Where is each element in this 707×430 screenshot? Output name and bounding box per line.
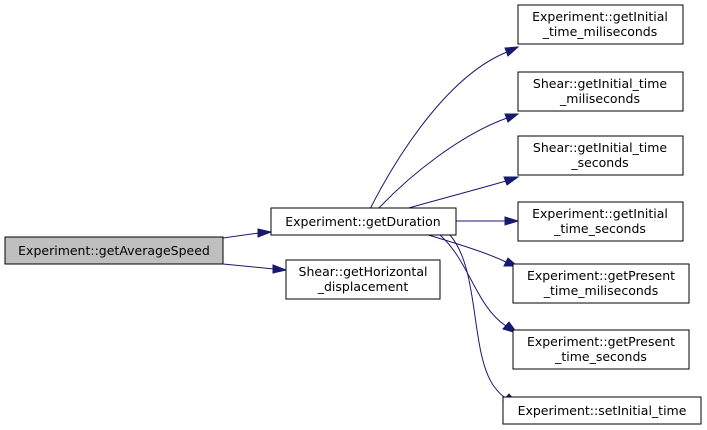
node-label-line-2: _time_miliseconds — [542, 24, 657, 39]
node-experiment-set-initial-time[interactable]: Experiment::setInitial_time — [502, 396, 702, 425]
node-label-line-1: Shear::getHorizontal — [299, 264, 428, 279]
edge-root-to-get-duration — [222, 228, 273, 239]
node-shear-get-initial-time-seconds[interactable]: Shear::getInitial_time _seconds — [517, 135, 684, 176]
node-label-line-2: _miliseconds — [559, 91, 640, 106]
node-label: Experiment::setInitial_time — [518, 403, 687, 418]
node-experiment-get-initial-time-seconds[interactable]: Experiment::getInitial _time_seconds — [517, 201, 684, 242]
node-experiment-get-average-speed[interactable]: Experiment::getAverageSpeed — [4, 236, 224, 265]
edge-get-duration-to-shear-initial-s — [404, 176, 520, 210]
node-label-line-1: Experiment::getInitial — [532, 9, 668, 24]
node-label-line-1: Experiment::getInitial — [532, 206, 668, 221]
node-label-line-2: _time_seconds — [554, 349, 647, 364]
node-shear-get-horizontal-displacement[interactable]: Shear::getHorizontal _displacement — [285, 259, 441, 300]
node-label-line-1: Experiment::getPresent — [527, 334, 675, 349]
node-label-line-1: Experiment::getPresent — [527, 268, 675, 283]
node-label-line-2: _time_seconds — [553, 221, 646, 236]
node-label-line-2: _seconds — [570, 155, 628, 170]
node-label: Experiment::getAverageSpeed — [18, 243, 210, 258]
node-label-line-1: Shear::getInitial_time — [533, 140, 667, 155]
node-label-line-2: _time_miliseconds — [543, 283, 658, 298]
edge-get-duration-to-exp-initial-s — [456, 216, 520, 226]
edge-get-duration-to-exp-initial-ms — [369, 46, 520, 210]
node-label: Experiment::getDuration — [285, 214, 440, 229]
node-shear-get-initial-time-miliseconds[interactable]: Shear::getInitial_time _miliseconds — [517, 71, 684, 112]
node-label-line-2: _displacement — [317, 279, 409, 294]
node-experiment-get-present-time-miliseconds[interactable]: Experiment::getPresent _time_miliseconds — [512, 263, 690, 304]
edge-get-duration-to-exp-present-s — [439, 234, 519, 334]
edge-get-duration-to-shear-initial-ms — [377, 113, 520, 210]
node-experiment-get-initial-time-miliseconds[interactable]: Experiment::getInitial _time_miliseconds — [517, 4, 684, 45]
node-experiment-get-duration[interactable]: Experiment::getDuration — [270, 207, 457, 236]
edge-root-to-horizontal-displacement — [222, 263, 288, 274]
node-experiment-get-present-time-seconds[interactable]: Experiment::getPresent _time_seconds — [512, 329, 690, 370]
node-label-line-1: Shear::getInitial_time — [533, 76, 667, 91]
